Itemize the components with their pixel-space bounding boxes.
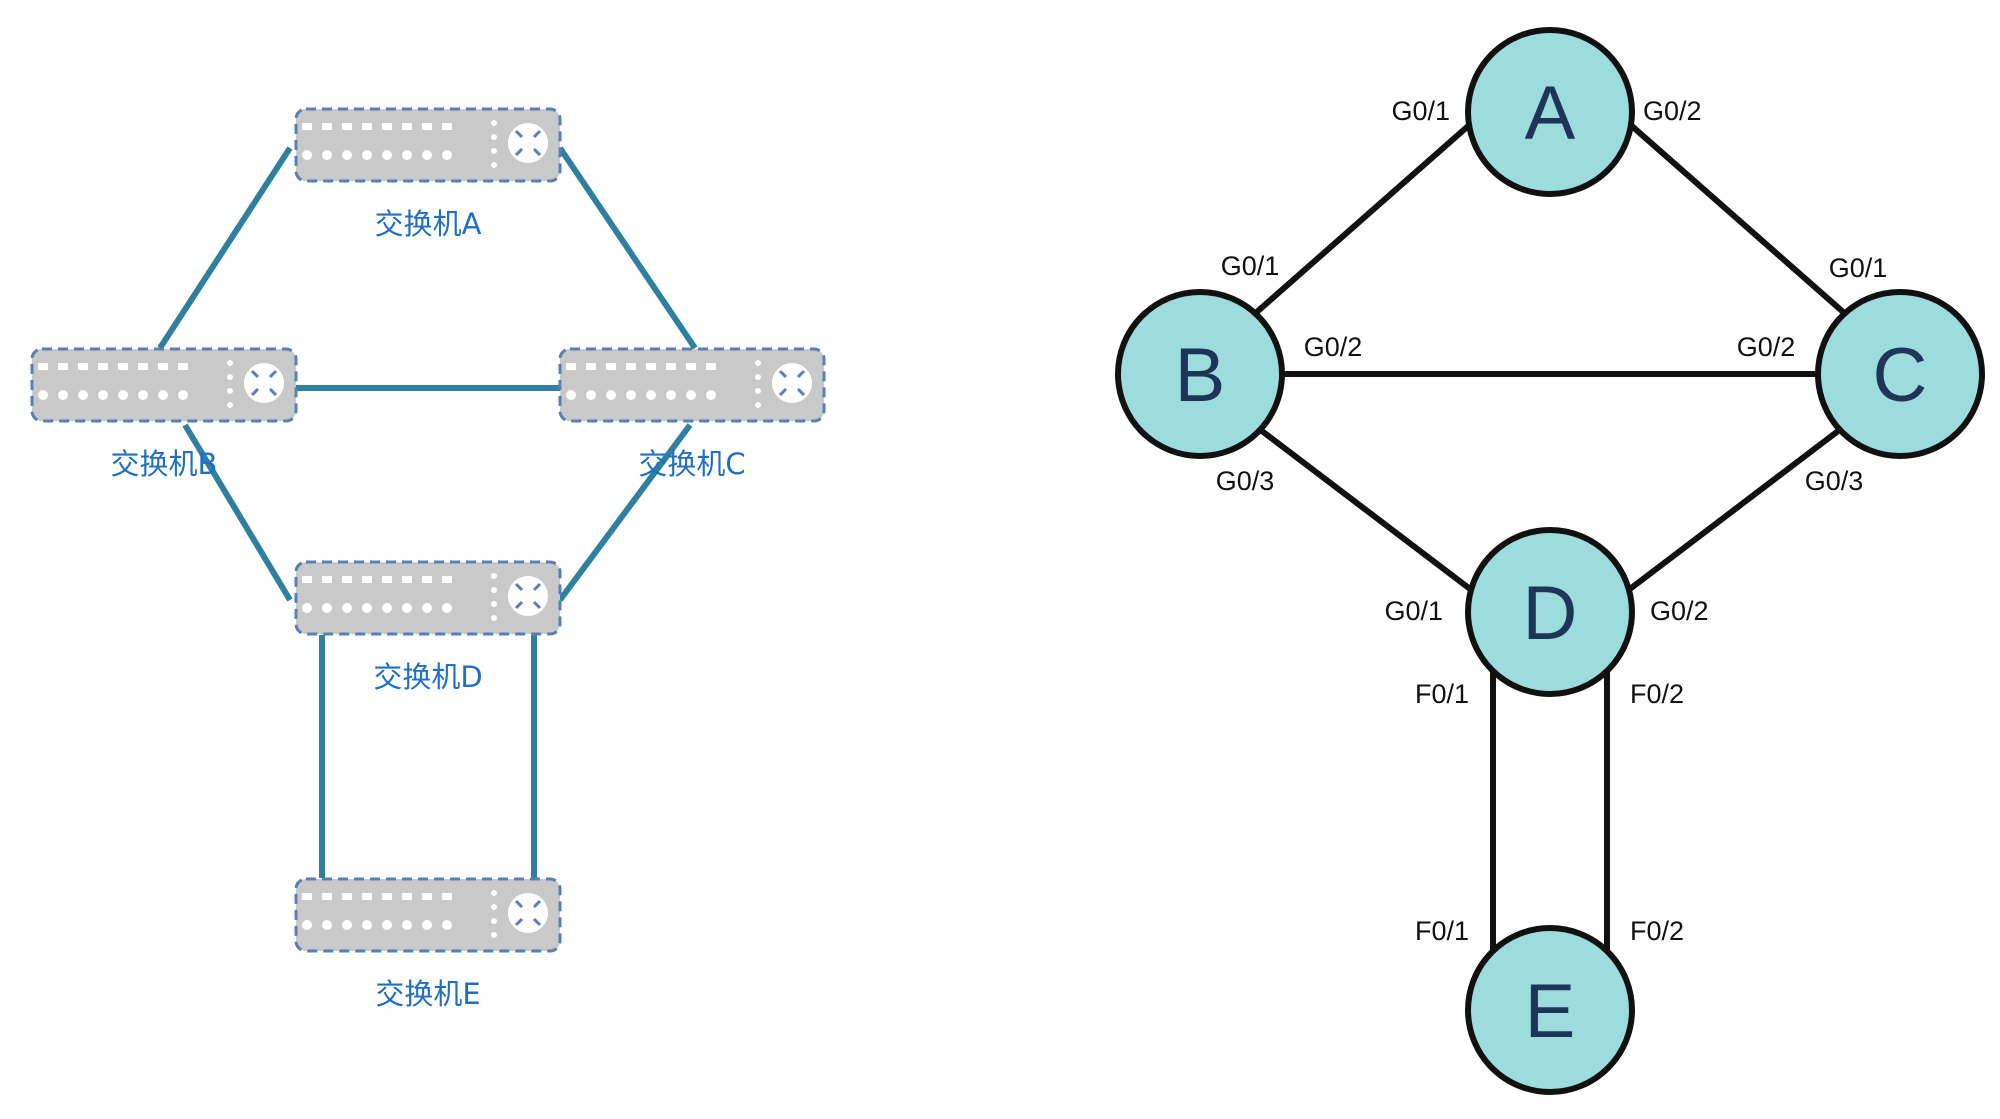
link-a-c	[557, 146, 698, 350]
switch-links	[157, 146, 698, 878]
switch-a-label: 交换机A	[375, 207, 482, 241]
port-a-g01: G0/1	[1391, 96, 1450, 126]
port-a-g02: G0/2	[1643, 96, 1702, 126]
node-c-letter: C	[1873, 333, 1928, 418]
port-e-f02: F0/2	[1630, 916, 1684, 946]
logical-topology: A B C D E G0/1 G0/2 G0/1 G0/2 G0/3 G0/1 …	[1115, 27, 1985, 1095]
node-e-letter: E	[1525, 969, 1576, 1054]
switch-d-label: 交换机D	[373, 660, 482, 694]
port-d-f01: F0/1	[1415, 679, 1469, 709]
node-a-letter: A	[1525, 71, 1576, 156]
switch-e: 交换机E	[294, 877, 562, 1011]
port-d-f02: F0/2	[1630, 679, 1684, 709]
port-d-g02: G0/2	[1650, 596, 1709, 626]
switch-c-label: 交换机C	[638, 447, 745, 481]
link-c-d	[557, 423, 693, 602]
switch-d: 交换机D	[294, 560, 562, 694]
port-d-g01: G0/1	[1384, 596, 1443, 626]
node-d: D	[1465, 527, 1635, 697]
switch-c: 交换机C	[558, 347, 826, 481]
edge-a-c	[1623, 117, 1852, 321]
node-c: C	[1815, 289, 1985, 459]
switch-b-label: 交换机B	[111, 447, 218, 481]
switch-a: 交换机A	[294, 107, 562, 241]
port-b-g01: G0/1	[1221, 251, 1280, 281]
port-e-f01: F0/1	[1415, 916, 1469, 946]
node-links	[1248, 117, 1852, 958]
node-a: A	[1465, 27, 1635, 197]
switch-e-label: 交换机E	[375, 977, 480, 1011]
link-b-d	[182, 423, 293, 602]
port-c-g02: G0/2	[1737, 332, 1796, 362]
switch-b: 交换机B	[30, 347, 298, 481]
port-labels: G0/1 G0/2 G0/1 G0/2 G0/3 G0/1 G0/2 G0/3 …	[1216, 96, 1888, 946]
node-e: E	[1465, 925, 1635, 1095]
edge-c-d	[1620, 425, 1844, 598]
node-d-letter: D	[1523, 571, 1578, 656]
port-b-g02: G0/2	[1304, 332, 1363, 362]
port-b-g03: G0/3	[1216, 466, 1275, 496]
node-b: B	[1115, 289, 1285, 459]
edge-b-d	[1256, 425, 1480, 598]
port-c-g01: G0/1	[1829, 253, 1888, 283]
switch-topology: 交换机A 交换机B 交换机C 交换机D 交换机E	[30, 107, 826, 1011]
port-c-g03: G0/3	[1805, 466, 1864, 496]
node-b-letter: B	[1175, 333, 1226, 418]
link-a-b	[157, 146, 293, 350]
edge-a-b	[1248, 117, 1477, 321]
